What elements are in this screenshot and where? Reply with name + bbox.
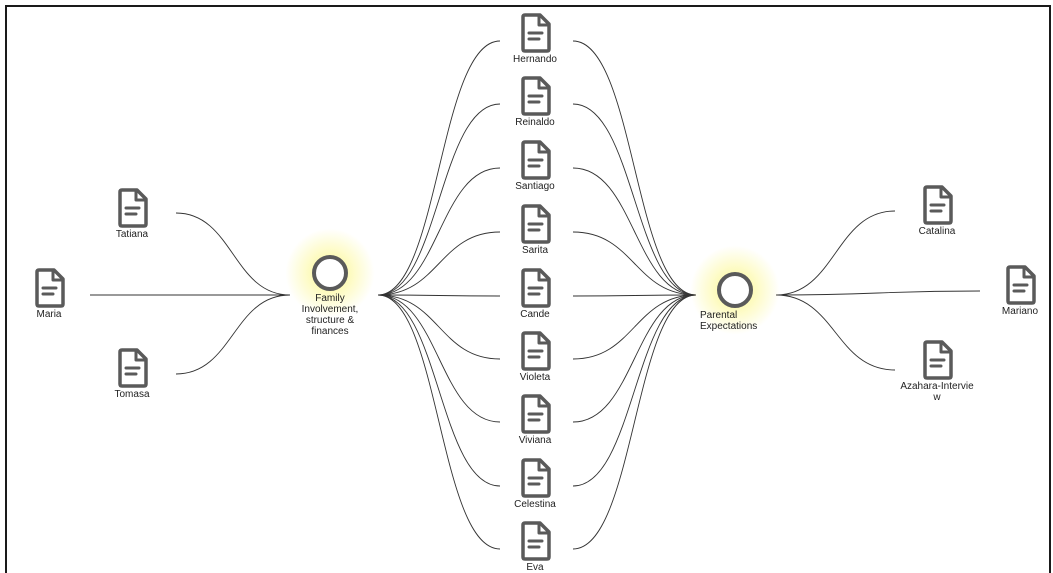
diagram-frame bbox=[5, 5, 1051, 573]
document-label: Sarita bbox=[521, 245, 549, 256]
document-label: Santiago bbox=[515, 181, 555, 192]
edge-eva-family bbox=[377, 294, 501, 550]
code-label: Parental Expectations bbox=[700, 310, 758, 332]
edge-cande-family bbox=[377, 294, 501, 297]
edge-hernando-family bbox=[377, 40, 501, 296]
document-icon bbox=[115, 348, 149, 388]
document-node-sarita[interactable]: Sarita bbox=[495, 204, 575, 256]
document-icon bbox=[920, 185, 954, 225]
document-label: Mariano bbox=[1001, 306, 1039, 317]
edge-santiago-family bbox=[377, 167, 501, 296]
document-label: Viviana bbox=[518, 435, 552, 446]
edge-celestina-parental bbox=[572, 294, 697, 487]
document-node-hernando[interactable]: Hernando bbox=[495, 13, 575, 65]
document-label: Azahara-Intervie w bbox=[900, 381, 974, 403]
document-node-maria[interactable]: Maria bbox=[9, 268, 89, 320]
document-node-reinaldo[interactable]: Reinaldo bbox=[495, 76, 575, 128]
document-label: Catalina bbox=[918, 226, 956, 237]
code-circle-icon bbox=[717, 272, 753, 308]
document-label: Maria bbox=[36, 309, 62, 320]
document-label: Cande bbox=[520, 309, 550, 320]
document-icon bbox=[518, 331, 552, 371]
edge-mariano-parental bbox=[775, 290, 981, 296]
code-circle-icon bbox=[312, 255, 348, 291]
edge-reinaldo-family bbox=[377, 103, 501, 296]
document-node-celestina[interactable]: Celestina bbox=[495, 458, 575, 510]
document-icon bbox=[115, 188, 149, 228]
document-icon bbox=[518, 458, 552, 498]
edge-reinaldo-parental bbox=[572, 103, 697, 296]
document-icon bbox=[518, 394, 552, 434]
document-node-cande[interactable]: Cande bbox=[495, 268, 575, 320]
edge-tomasa-family bbox=[175, 294, 291, 375]
edge-viviana-family bbox=[377, 294, 501, 423]
edge-santiago-parental bbox=[572, 167, 697, 296]
edge-azahara-parental bbox=[775, 294, 896, 371]
document-node-mariano[interactable]: Mariano bbox=[980, 265, 1053, 317]
document-label: Eva bbox=[526, 562, 544, 573]
edge-sarita-family bbox=[377, 231, 501, 296]
edge-eva-parental bbox=[572, 294, 697, 550]
document-icon bbox=[518, 204, 552, 244]
document-node-tomasa[interactable]: Tomasa bbox=[92, 348, 172, 400]
document-icon bbox=[518, 268, 552, 308]
edge-tatiana-family bbox=[175, 212, 291, 296]
document-node-catalina[interactable]: Catalina bbox=[897, 185, 977, 237]
edge-cande-parental bbox=[572, 294, 697, 297]
document-label: Hernando bbox=[513, 54, 557, 65]
document-label: Tatiana bbox=[115, 229, 149, 240]
document-label: Celestina bbox=[514, 499, 556, 510]
document-node-azahara[interactable]: Azahara-Intervie w bbox=[897, 340, 977, 403]
document-icon bbox=[518, 521, 552, 561]
document-node-tatiana[interactable]: Tatiana bbox=[92, 188, 172, 240]
edge-viviana-parental bbox=[572, 294, 697, 423]
document-icon bbox=[32, 268, 66, 308]
document-node-santiago[interactable]: Santiago bbox=[495, 140, 575, 192]
document-icon bbox=[518, 140, 552, 180]
document-icon bbox=[920, 340, 954, 380]
code-label: Family Involvement, structure & finances bbox=[301, 293, 359, 337]
document-node-violeta[interactable]: Violeta bbox=[495, 331, 575, 383]
edge-violeta-family bbox=[377, 294, 501, 360]
edge-celestina-family bbox=[377, 294, 501, 487]
document-label: Reinaldo bbox=[515, 117, 555, 128]
document-node-viviana[interactable]: Viviana bbox=[495, 394, 575, 446]
document-label: Violeta bbox=[519, 372, 551, 383]
document-icon bbox=[518, 76, 552, 116]
document-label: Tomasa bbox=[114, 389, 150, 400]
document-icon bbox=[1003, 265, 1037, 305]
document-icon bbox=[518, 13, 552, 53]
edge-hernando-parental bbox=[572, 40, 697, 296]
edge-violeta-parental bbox=[572, 294, 697, 360]
edge-catalina-parental bbox=[775, 210, 896, 296]
document-node-eva[interactable]: Eva bbox=[495, 521, 575, 573]
edge-sarita-parental bbox=[572, 231, 697, 296]
